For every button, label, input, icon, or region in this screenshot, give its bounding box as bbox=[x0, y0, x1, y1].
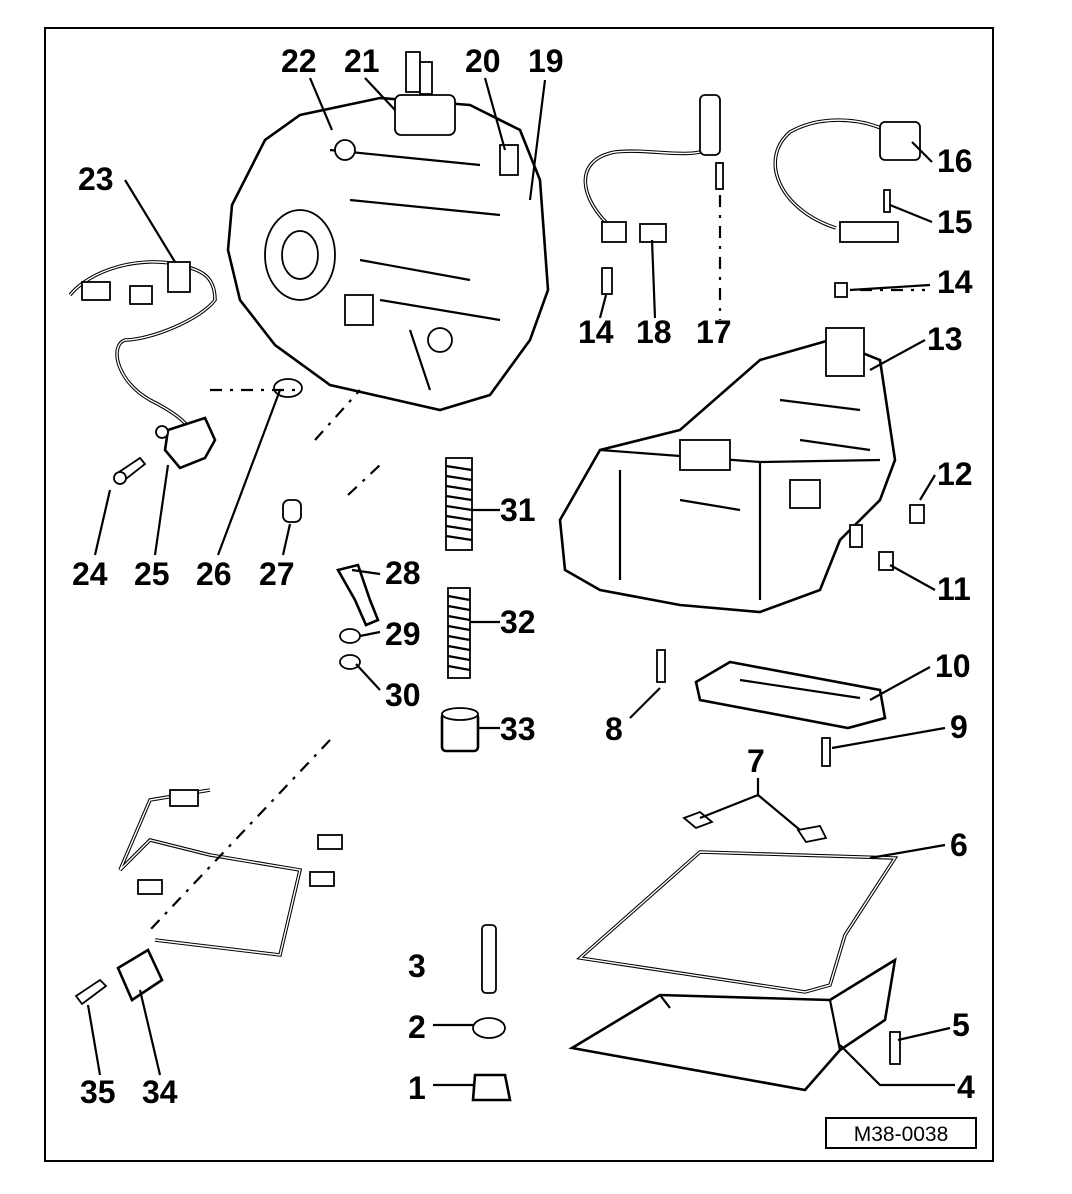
callout-12: 12 bbox=[937, 456, 973, 492]
gasket-6 bbox=[576, 850, 899, 994]
callout-3: 3 bbox=[408, 948, 426, 984]
callout-14-right: 14 bbox=[937, 264, 973, 300]
bolt-15 bbox=[883, 189, 891, 213]
small-parts-28-30 bbox=[336, 563, 380, 670]
callout-7: 7 bbox=[747, 743, 765, 779]
callout-31: 31 bbox=[500, 492, 536, 528]
callout-16: 16 bbox=[937, 143, 973, 179]
callout-19: 19 bbox=[528, 43, 564, 79]
callout-9: 9 bbox=[950, 709, 968, 745]
callout-13: 13 bbox=[927, 321, 963, 357]
bolt-24 bbox=[113, 456, 147, 485]
bolt-35 bbox=[74, 978, 108, 1006]
callout-20: 20 bbox=[465, 43, 501, 79]
figure-code: M38-0038 bbox=[854, 1123, 949, 1146]
callout-32: 32 bbox=[500, 604, 536, 640]
callout-34: 34 bbox=[142, 1074, 178, 1110]
magnet-7a bbox=[682, 810, 714, 830]
callout-18: 18 bbox=[636, 314, 672, 350]
harness-18 bbox=[583, 94, 721, 243]
callout-30: 30 bbox=[385, 677, 421, 713]
callout-21: 21 bbox=[344, 43, 380, 79]
bolt-9 bbox=[821, 737, 831, 767]
bolt-14-left bbox=[601, 267, 613, 295]
callout-1: 1 bbox=[408, 1070, 426, 1106]
bolt-11 bbox=[878, 551, 894, 571]
drain-plug-1 bbox=[471, 1073, 512, 1102]
callout-35: 35 bbox=[80, 1074, 116, 1110]
bolt-14-right bbox=[834, 282, 848, 298]
callout-labels: 22 21 20 19 23 24 25 26 27 28 29 30 31 3… bbox=[72, 43, 975, 1110]
callout-27: 27 bbox=[259, 556, 295, 592]
bolt-8 bbox=[656, 649, 666, 683]
callout-33: 33 bbox=[500, 711, 536, 747]
callout-24: 24 bbox=[72, 556, 108, 592]
sender-16 bbox=[773, 118, 921, 243]
spring-32 bbox=[447, 587, 471, 679]
callout-17: 17 bbox=[696, 314, 732, 350]
o-ring-26 bbox=[273, 378, 303, 398]
callout-2: 2 bbox=[408, 1009, 426, 1045]
speed-sensor bbox=[163, 416, 217, 470]
magnet-7b bbox=[796, 824, 828, 844]
callout-23: 23 bbox=[78, 161, 114, 197]
callout-10: 10 bbox=[935, 648, 971, 684]
seal-2 bbox=[472, 1017, 506, 1039]
oil-strainer-10 bbox=[694, 660, 887, 730]
piston-33 bbox=[440, 707, 480, 753]
callout-6: 6 bbox=[950, 827, 968, 863]
callout-5: 5 bbox=[952, 1007, 970, 1043]
callout-25: 25 bbox=[134, 556, 170, 592]
valve-body bbox=[558, 327, 897, 614]
figure-code-box: M38-0038 bbox=[825, 1117, 977, 1149]
speed-sensor-harness bbox=[68, 260, 217, 470]
callout-14-left: 14 bbox=[578, 314, 614, 350]
plug-27 bbox=[282, 499, 302, 523]
callout-26: 26 bbox=[196, 556, 232, 592]
bolt-17 bbox=[715, 162, 724, 190]
bolt-12 bbox=[909, 504, 925, 524]
transmission-housing bbox=[226, 51, 550, 412]
bolt-3 bbox=[481, 924, 497, 994]
oil-pan-4 bbox=[568, 957, 897, 1092]
callout-11: 11 bbox=[937, 571, 971, 607]
callout-8: 8 bbox=[605, 711, 623, 747]
callout-28: 28 bbox=[385, 555, 421, 591]
leader-lines bbox=[86, 77, 955, 1087]
bolt-5 bbox=[889, 1031, 901, 1065]
spring-31 bbox=[445, 457, 473, 551]
assembly-lines bbox=[149, 195, 925, 931]
callout-22: 22 bbox=[281, 43, 317, 79]
callout-4: 4 bbox=[957, 1069, 975, 1105]
callout-29: 29 bbox=[385, 616, 421, 652]
harness-34 bbox=[116, 788, 343, 1002]
callout-15: 15 bbox=[937, 204, 973, 240]
